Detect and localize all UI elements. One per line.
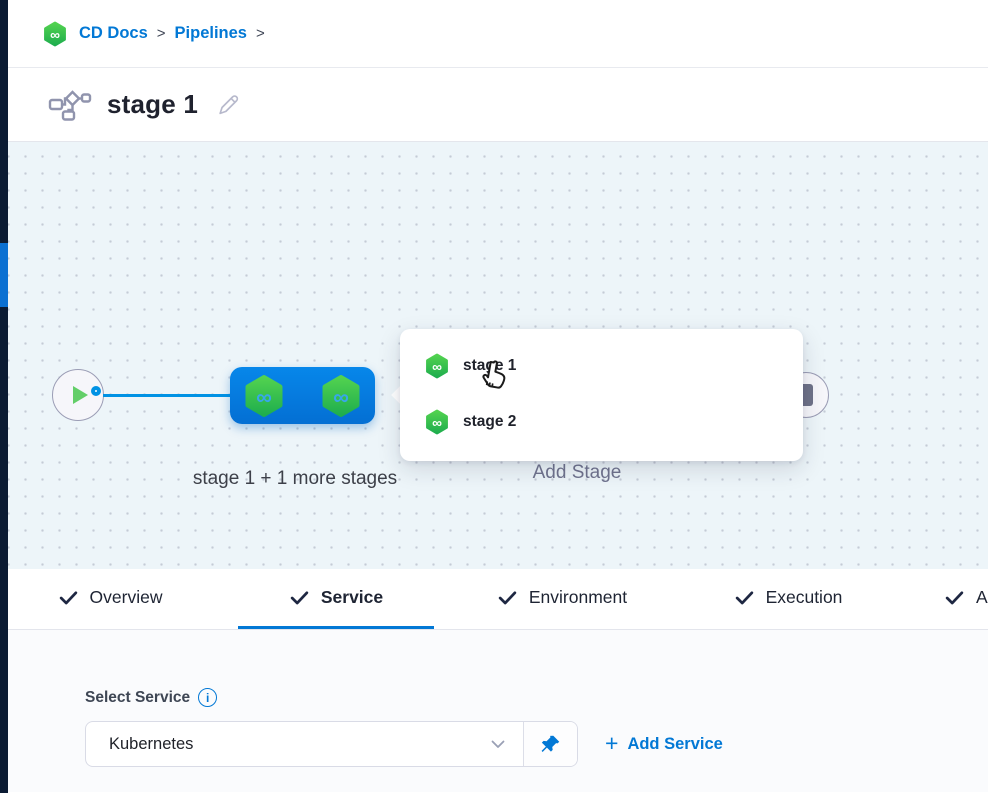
stage-list-popup: ∞ stage 1 ∞ stage 2: [400, 329, 803, 461]
tab-label: A: [976, 587, 988, 607]
svg-text:∞: ∞: [256, 384, 272, 409]
tab-service[interactable]: Service: [238, 569, 434, 629]
service-panel: Select Service i Kubernetes +: [8, 630, 988, 792]
stage-config-tabs: Overview Service Environment Execution: [8, 569, 988, 630]
main-area: ∞ CD Docs > Pipelines > stage 1: [8, 0, 988, 793]
plus-icon: +: [605, 729, 619, 756]
connector-line: [103, 393, 231, 397]
stage-group-label: stage 1 + 1 more stages: [192, 468, 398, 489]
check-icon: [735, 591, 753, 605]
breadcrumb-separator: >: [156, 25, 166, 42]
add-service-label: Add Service: [627, 734, 723, 753]
harness-logo-icon: ∞: [44, 21, 66, 46]
tab-execution[interactable]: Execution: [690, 569, 886, 629]
add-stage-label[interactable]: Add Stage: [532, 462, 622, 483]
hand-cursor-icon: [482, 360, 506, 389]
svg-text:∞: ∞: [432, 414, 442, 430]
pin-button[interactable]: [523, 722, 577, 766]
add-service-button[interactable]: + Add Service: [605, 729, 723, 756]
breadcrumb-link-cd-docs[interactable]: CD Docs: [79, 24, 148, 42]
check-icon: [59, 591, 77, 605]
page-title: stage 1: [107, 89, 199, 119]
select-service-label: Select Service: [85, 688, 191, 706]
tab-environment[interactable]: Environment: [464, 569, 660, 629]
title-bar: stage 1: [8, 68, 988, 142]
tab-label: Service: [320, 587, 384, 607]
pin-icon: [541, 735, 560, 752]
stage-group-node[interactable]: ∞ ∞: [230, 367, 375, 424]
breadcrumb-link-pipelines[interactable]: Pipelines: [174, 24, 247, 42]
service-select-group: Kubernetes: [85, 721, 578, 767]
service-select-value: Kubernetes: [109, 734, 194, 753]
breadcrumb-separator: >: [255, 25, 265, 42]
check-icon: [945, 591, 964, 605]
pipeline-canvas[interactable]: ∞ ∞ stage 1 + 1 more stages ∞ sta: [8, 142, 988, 569]
cd-stage-hexagon-icon: ∞: [245, 374, 283, 417]
cd-stage-hexagon-icon: ∞: [322, 374, 360, 417]
check-icon: [290, 591, 309, 605]
chevron-down-icon: [491, 740, 505, 748]
tab-label: Environment: [528, 587, 628, 607]
popup-item-stage-2[interactable]: ∞ stage 2: [424, 407, 803, 437]
check-icon: [498, 591, 517, 605]
service-select[interactable]: Kubernetes: [86, 722, 523, 766]
svg-text:∞: ∞: [333, 384, 349, 409]
tab-overview[interactable]: Overview: [12, 569, 208, 629]
popup-item-label: stage 2: [463, 413, 517, 430]
tab-label: Execution: [765, 587, 843, 607]
collapsed-sidebar-rail[interactable]: [0, 0, 8, 793]
edit-pencil-icon[interactable]: [216, 92, 241, 117]
tab-partial[interactable]: A: [916, 569, 988, 629]
tab-label: Overview: [89, 587, 163, 607]
breadcrumb: ∞ CD Docs > Pipelines >: [8, 0, 988, 68]
svg-text:∞: ∞: [432, 358, 442, 374]
cd-stage-hexagon-icon: ∞: [426, 353, 448, 379]
rail-active-indicator: [0, 243, 8, 307]
info-icon[interactable]: i: [198, 688, 218, 707]
pipeline-icon: [48, 89, 92, 121]
cd-stage-hexagon-icon: ∞: [426, 409, 448, 435]
play-icon: [72, 386, 88, 404]
connector-dot[interactable]: [91, 386, 101, 396]
svg-text:∞: ∞: [50, 26, 60, 42]
